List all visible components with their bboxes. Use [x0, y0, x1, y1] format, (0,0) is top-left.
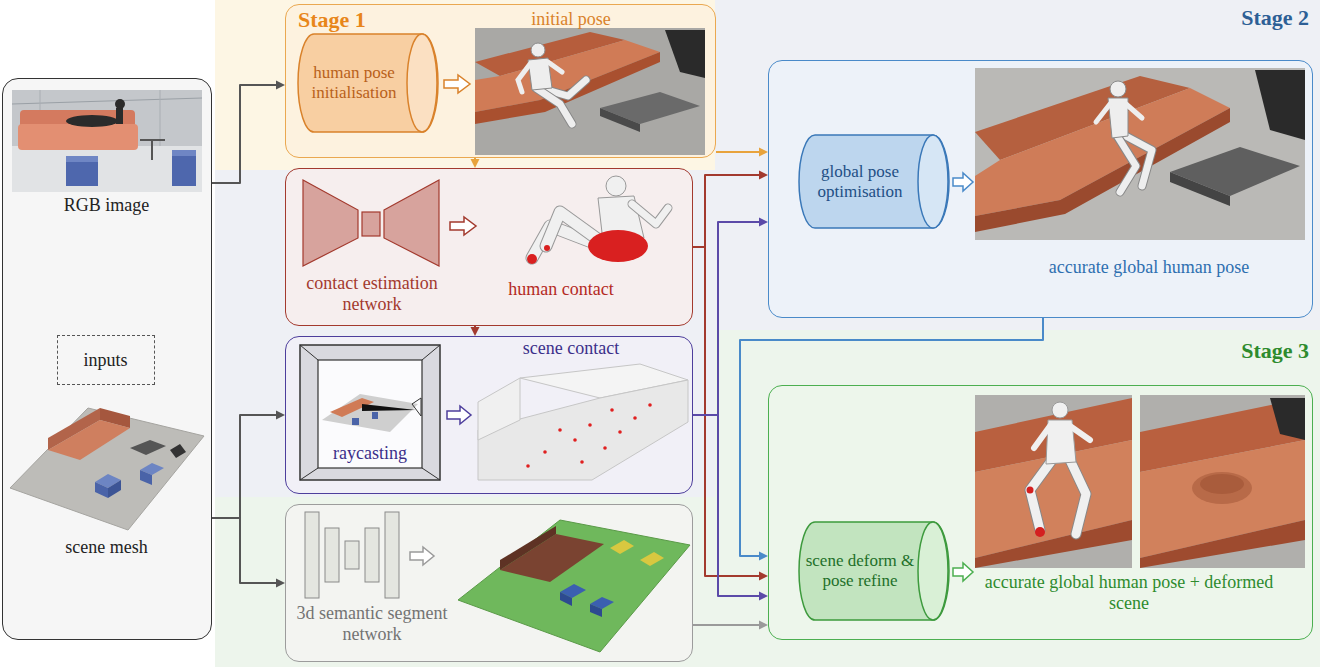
stage-title: Stage 2 — [1169, 5, 1309, 30]
text-slot: accurate global human pose + deformed sc… — [964, 572, 1294, 613]
cylinder-face — [918, 522, 948, 620]
text-slot: initial pose — [501, 9, 641, 30]
label-text: scene mesh — [3, 537, 210, 558]
stage-box: Stage 3accurate global human pose + defo… — [768, 385, 1313, 640]
text-slot: scene contact — [486, 338, 656, 359]
cylinder-body — [799, 522, 949, 620]
stage-bands-part — [215, 330, 1320, 667]
label-text: scene contact — [486, 338, 656, 359]
connector — [693, 415, 768, 601]
text-slot: accurate global human pose — [994, 257, 1304, 278]
input-panel: RGB image scene mesh inputs — [2, 78, 212, 640]
text-slot: inputs — [58, 350, 153, 371]
cylinder-body — [298, 34, 438, 132]
connector-line — [693, 624, 761, 626]
label-text: human contact — [481, 279, 641, 300]
module-box: raycasting scene contact — [285, 336, 693, 494]
process-cylinder: human pose initialisation — [298, 33, 438, 133]
connector — [716, 148, 768, 157]
label-text: human pose initialisation — [304, 63, 404, 102]
label-text: accurate global human pose + deformed sc… — [964, 572, 1294, 613]
connector — [693, 218, 768, 416]
arrow-head — [276, 579, 285, 588]
text-slot: Stage 2 — [1169, 5, 1309, 30]
connector-line — [693, 222, 761, 415]
text-slot: scene mesh — [3, 537, 210, 558]
label-text: accurate global human pose — [994, 257, 1304, 278]
label-text: global pose optimisation — [805, 162, 915, 201]
arrow-head — [276, 411, 285, 420]
label-text: initial pose — [501, 9, 641, 30]
label-text: 3d semantic segment network — [286, 603, 458, 644]
text-slot: scene deform & pose refine — [805, 551, 915, 590]
connector — [212, 81, 285, 184]
stage-title: Stage 1 — [298, 7, 366, 32]
arrow-head — [759, 171, 768, 180]
connector — [693, 621, 768, 630]
connector — [471, 326, 480, 336]
connector-line — [212, 415, 278, 518]
process-cylinder: scene deform & pose refine — [799, 521, 949, 621]
text-slot: contact estimation network — [286, 273, 458, 314]
module-box: contact estimation network human contact — [285, 168, 693, 326]
text-slot: RGB image — [3, 195, 210, 216]
connector — [471, 158, 480, 168]
connector-line — [693, 247, 761, 576]
stage-box: Stage 2accurate global human poseglobal … — [768, 60, 1313, 318]
cylinder-face — [407, 34, 437, 132]
stage-box: Stage 1 initial pose human pose initialisa… — [285, 4, 716, 158]
arrow-head — [759, 552, 768, 561]
text-slot: Stage 3 — [1169, 338, 1309, 363]
label-text: RGB image — [3, 195, 210, 216]
connector-line — [212, 518, 278, 583]
text-slot: Stage 1 — [298, 7, 366, 32]
arrow-head — [471, 327, 480, 336]
connector-line — [716, 151, 761, 153]
connector-line — [693, 415, 761, 596]
connector — [212, 411, 285, 519]
module-box: 3d semantic segment network — [285, 504, 693, 662]
label-text: raycasting — [300, 443, 440, 464]
text-slot: human pose initialisation — [304, 63, 404, 102]
text-slot: 3d semantic segment network — [286, 603, 458, 644]
cylinder-face — [918, 135, 948, 228]
label-text: inputs — [58, 350, 153, 371]
dashed-box: inputs — [57, 335, 155, 385]
arrow-head — [471, 159, 480, 168]
connector — [693, 247, 768, 581]
text-slot: human contact — [481, 279, 641, 300]
arrow-head — [276, 81, 285, 90]
arrow-head — [759, 592, 768, 601]
text-slot: raycasting — [300, 443, 440, 464]
connector — [693, 171, 768, 248]
arrow-head — [759, 148, 768, 157]
arrow-head — [759, 621, 768, 630]
text-slot: global pose optimisation — [805, 162, 915, 201]
stage-bands-part — [215, 0, 715, 170]
arrow-head — [759, 572, 768, 581]
stage-title: Stage 3 — [1169, 338, 1309, 363]
label-text: scene deform & pose refine — [805, 551, 915, 590]
label-text: contact estimation network — [286, 273, 458, 314]
connector — [212, 518, 285, 588]
cylinder-body — [799, 135, 949, 228]
process-cylinder: global pose optimisation — [799, 134, 949, 229]
connector-line — [693, 175, 761, 247]
arrow-head — [759, 218, 768, 227]
connector-line — [212, 85, 278, 183]
